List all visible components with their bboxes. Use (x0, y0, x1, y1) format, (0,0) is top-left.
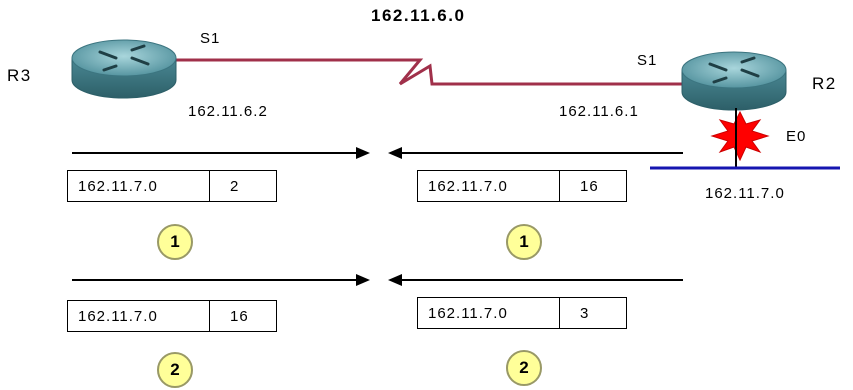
step-badge: 1 (506, 224, 542, 260)
lan-network-label: 162.11.7.0 (705, 185, 785, 202)
arrow-icon (388, 147, 683, 159)
route-network: 162.11.7.0 (418, 298, 560, 328)
link-failure-burst-icon (710, 110, 770, 162)
route-update-entry: 162.11.7.0 2 (67, 170, 277, 202)
router-r2-name: R2 (812, 74, 837, 93)
serial-link (170, 58, 690, 86)
route-update-entry: 162.11.7.0 16 (417, 170, 627, 202)
r3-serial-interface-label: S1 (200, 30, 221, 47)
arrow-icon (72, 274, 370, 286)
route-hop-count: 3 (580, 304, 590, 322)
step-badge: 2 (506, 350, 542, 386)
route-network: 162.11.7.0 (418, 171, 560, 201)
step-badge: 1 (157, 224, 193, 260)
r2-ethernet-interface-label: E0 (786, 128, 807, 145)
route-network: 162.11.7.0 (68, 301, 210, 331)
route-update-entry: 162.11.7.0 3 (417, 297, 627, 329)
router-icon (71, 39, 177, 99)
router-icon (681, 51, 787, 111)
arrow-icon (388, 274, 683, 286)
r2-serial-interface-label: S1 (637, 52, 658, 69)
arrow-icon (72, 147, 370, 159)
router-r3-name: R3 (7, 66, 32, 85)
step-badge: 2 (157, 352, 193, 388)
r2-ip-address: 162.11.6.1 (559, 103, 639, 120)
route-update-entry: 162.11.7.0 16 (67, 300, 277, 332)
route-hop-count: 16 (580, 177, 599, 195)
route-hop-count: 2 (230, 177, 240, 195)
r3-ip-address: 162.11.6.2 (188, 103, 268, 120)
route-network: 162.11.7.0 (68, 171, 210, 201)
serial-network-label: 162.11.6.0 (371, 6, 466, 25)
route-hop-count: 16 (230, 307, 249, 325)
